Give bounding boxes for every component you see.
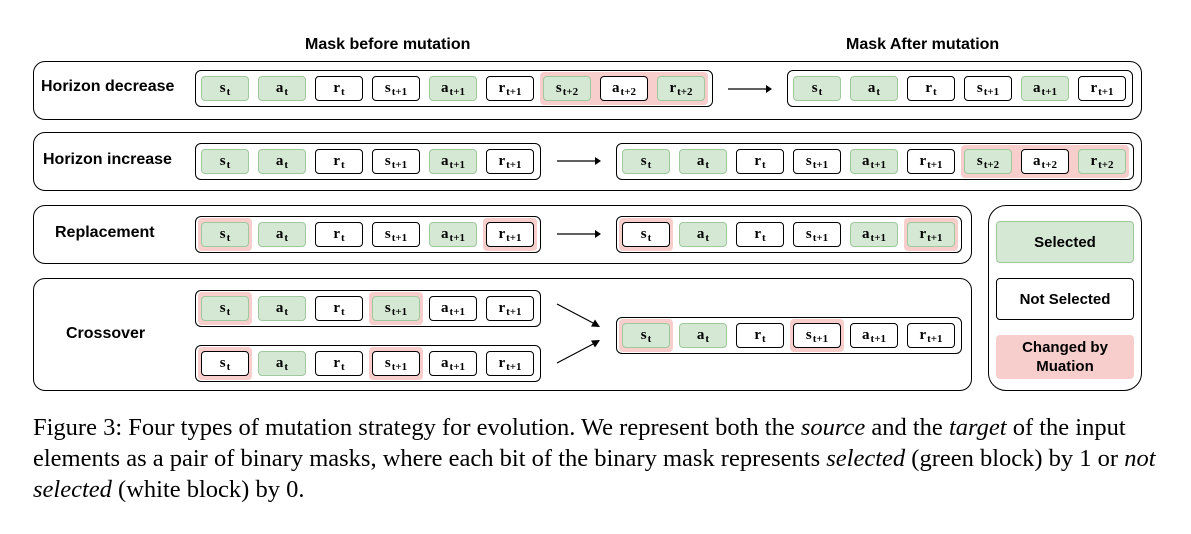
legend-changed: Changed by Muation [996, 335, 1134, 379]
arrow-diagonal-up-icon [556, 340, 600, 364]
legend-selected: Selected [996, 221, 1134, 263]
figure-caption: Figure 3: Four types of mutation strateg… [33, 414, 1156, 503]
header-after: Mask After mutation [846, 36, 1000, 53]
legend-panel [988, 205, 1142, 391]
arrow-diagonal-down-icon [556, 303, 600, 327]
arrow-right-icon [728, 85, 772, 93]
label-replacement: Replacement [55, 224, 155, 241]
legend-not-selected: Not Selected [996, 278, 1134, 320]
panel-horizon-increase [33, 132, 1142, 191]
label-horizon-increase: Horizon increase [43, 151, 172, 168]
panel-replacement [33, 205, 972, 264]
label-horizon-decrease: Horizon decrease [41, 78, 175, 95]
label-crossover: Crossover [66, 325, 146, 342]
panel-horizon-decrease [33, 61, 1142, 120]
legend-changed-label: Changed by Muation [1022, 339, 1108, 375]
arrow-right-icon [557, 230, 601, 238]
header-before: Mask before mutation [305, 36, 471, 53]
arrow-right-icon [557, 157, 601, 165]
panel-crossover [33, 278, 972, 391]
